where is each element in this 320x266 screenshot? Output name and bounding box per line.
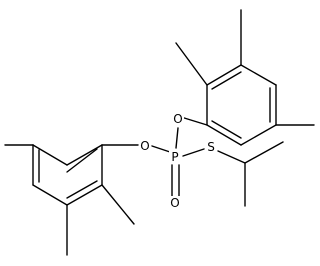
ester-oxygen-left-bg (139, 139, 151, 153)
bond-upper-ring-5 (206, 124, 242, 146)
bond-upper-ring-inner-a (211, 71, 242, 90)
bond-left-oxygen-to-phosphorus (151, 145, 171, 153)
bond-left-ring-4 (32, 184, 68, 206)
bond-ring-to-upper-oxygen (180, 116, 208, 126)
bonds (4, 9, 315, 256)
bond-sulfur-to-isopropyl (217, 150, 246, 164)
bond-isopropyl-methyl-upper (244, 141, 284, 164)
bond-left-ring-inner-c (66, 180, 98, 199)
phosphorus-label: P (171, 150, 178, 164)
atom-labels: O O P S O (139, 112, 217, 210)
sulfur-label: S (207, 140, 215, 154)
phosphorus-bg (169, 150, 181, 164)
bond-upper-methyl-ortho (175, 42, 208, 86)
bond-upper-oxygen-to-phosphorus (175, 127, 179, 149)
bond-phosphorus-to-sulfur (182, 148, 205, 157)
bond-upper-ring-2 (240, 64, 277, 86)
ester-oxygen-upper-label: O (173, 112, 182, 126)
phosphoryl-oxygen-bg (169, 196, 181, 210)
bond-left-methyl-ortho (101, 184, 135, 225)
sulfur-bg (205, 140, 217, 154)
bond-upper-ring-1 (206, 64, 242, 86)
bond-left-ring-5 (66, 184, 103, 206)
bond-left-ring-1 (66, 144, 103, 166)
bond-upper-ring-4 (240, 124, 277, 146)
phosphoryl-oxygen-label: O (170, 196, 179, 210)
bond-upper-ring-inner-c (211, 120, 242, 139)
bond-left-ring-2 (32, 144, 68, 166)
bond-left-ring-inner-a (66, 148, 98, 173)
ester-oxygen-left-label: O (140, 139, 149, 153)
ester-oxygen-upper-bg (172, 112, 184, 126)
